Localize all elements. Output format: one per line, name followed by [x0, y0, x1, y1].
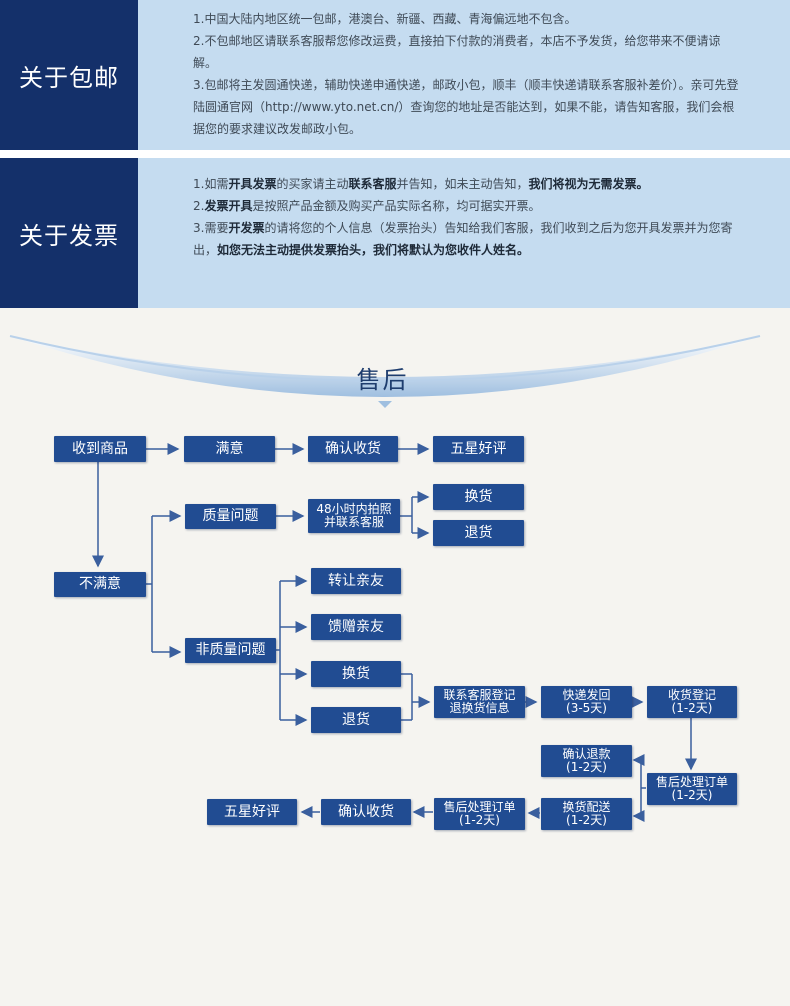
node-photo-contact: 48小时内拍照并联系客服 — [308, 499, 400, 533]
node-register-return-info: 联系客服登记退换货信息 — [434, 686, 525, 718]
shipping-line-1: 1.中国大陆内地区统一包邮，港澳台、新疆、西藏、青海偏远地不包含。 — [193, 12, 577, 26]
invoice-body: 1.如需开具发票的买家请主动联系客服并告知，如未主动告知，我们将视为无需发票。 … — [138, 158, 790, 308]
invoice-section: 关于发票 1.如需开具发票的买家请主动联系客服并告知，如未主动告知，我们将视为无… — [0, 158, 790, 308]
node-received: 收到商品 — [54, 436, 146, 462]
node-gift-friend: 馈赠亲友 — [311, 614, 401, 640]
after-sales-title: 售后 — [356, 366, 409, 394]
node-process-order-right: 售后处理订单(1-2天) — [647, 773, 737, 805]
invoice-line-3: 3.需要开发票的请将您的个人信息（发票抬头）告知给我们客服，我们收到之后为您开具… — [193, 221, 733, 257]
node-satisfied: 满意 — [184, 436, 275, 462]
flow-connectors — [92, 443, 697, 822]
node-return-2: 退货 — [311, 707, 401, 733]
node-confirm-receipt-1: 确认收货 — [308, 436, 398, 462]
invoice-line-2: 2.发票开具是按照产品金额及购买产品实际名称，均可据实开票。 — [193, 199, 541, 213]
node-non-quality-issue: 非质量问题 — [185, 638, 276, 663]
node-exchange-2: 换货 — [311, 661, 401, 687]
title-banner-arc — [9, 335, 761, 408]
node-transfer-friend: 转让亲友 — [311, 568, 401, 594]
after-sales-section: 售后 — [0, 308, 790, 1006]
shipping-line-2: 2.不包邮地区请联系客服帮您修改运费，直接拍下付款的消费者，本店不予发货，给您带… — [193, 34, 721, 70]
node-unsatisfied: 不满意 — [54, 572, 146, 597]
shipping-line-3: 3.包邮将主发圆通快递，辅助快递申通快递，邮政小包，顺丰（顺丰快递请联系客服补差… — [193, 78, 739, 136]
shipping-title: 关于包邮 — [0, 0, 138, 150]
node-quality-issue: 质量问题 — [185, 504, 276, 529]
node-process-order-left: 售后处理订单(1-2天) — [434, 798, 525, 830]
node-five-star-2: 五星好评 — [207, 799, 297, 825]
invoice-line-1: 1.如需开具发票的买家请主动联系客服并告知，如未主动告知，我们将视为无需发票。 — [193, 177, 649, 191]
node-receive-register: 收货登记(1-2天) — [647, 686, 737, 718]
node-confirm-receipt-2: 确认收货 — [321, 799, 411, 825]
invoice-title: 关于发票 — [0, 158, 138, 308]
shipping-section: 关于包邮 1.中国大陆内地区统一包邮，港澳台、新疆、西藏、青海偏远地不包含。 2… — [0, 0, 790, 150]
node-return-1: 退货 — [433, 520, 524, 546]
node-express-back: 快递发回(3-5天) — [541, 686, 632, 718]
section-divider — [0, 150, 790, 158]
node-exchange-delivery: 换货配送(1-2天) — [541, 798, 632, 830]
node-confirm-refund: 确认退款(1-2天) — [541, 745, 632, 777]
shipping-body: 1.中国大陆内地区统一包邮，港澳台、新疆、西藏、青海偏远地不包含。 2.不包邮地… — [138, 0, 790, 150]
node-exchange-1: 换货 — [433, 484, 524, 510]
node-five-star-1: 五星好评 — [433, 436, 524, 462]
